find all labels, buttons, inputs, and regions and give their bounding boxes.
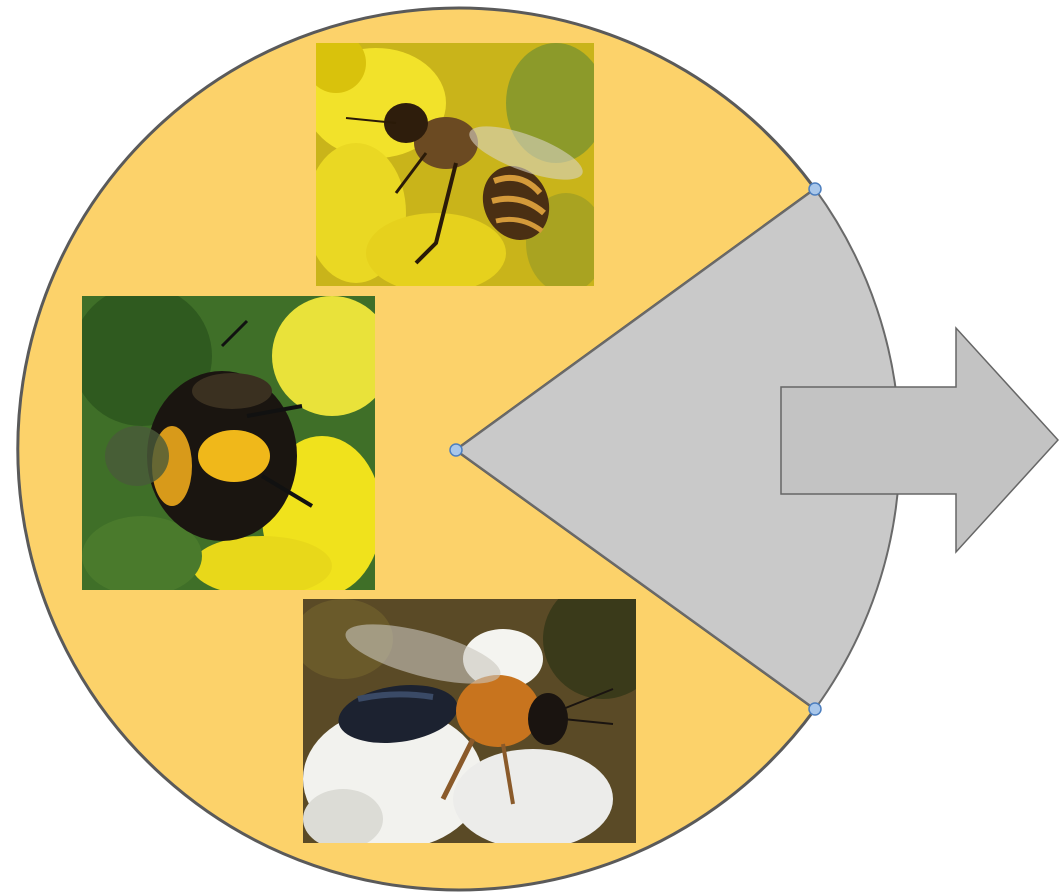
mining-bee-image: [303, 599, 636, 843]
honeybee-image: [316, 43, 594, 286]
bumblebee-image: [82, 296, 375, 590]
wedge-handle-bottom[interactable]: [809, 703, 821, 715]
honeybee-photo: [316, 43, 594, 286]
wedge-handle-center[interactable]: [450, 444, 462, 456]
bumblebee-photo: [82, 296, 375, 590]
mining-bee-photo: [303, 599, 636, 843]
wedge-handle-top[interactable]: [809, 183, 821, 195]
